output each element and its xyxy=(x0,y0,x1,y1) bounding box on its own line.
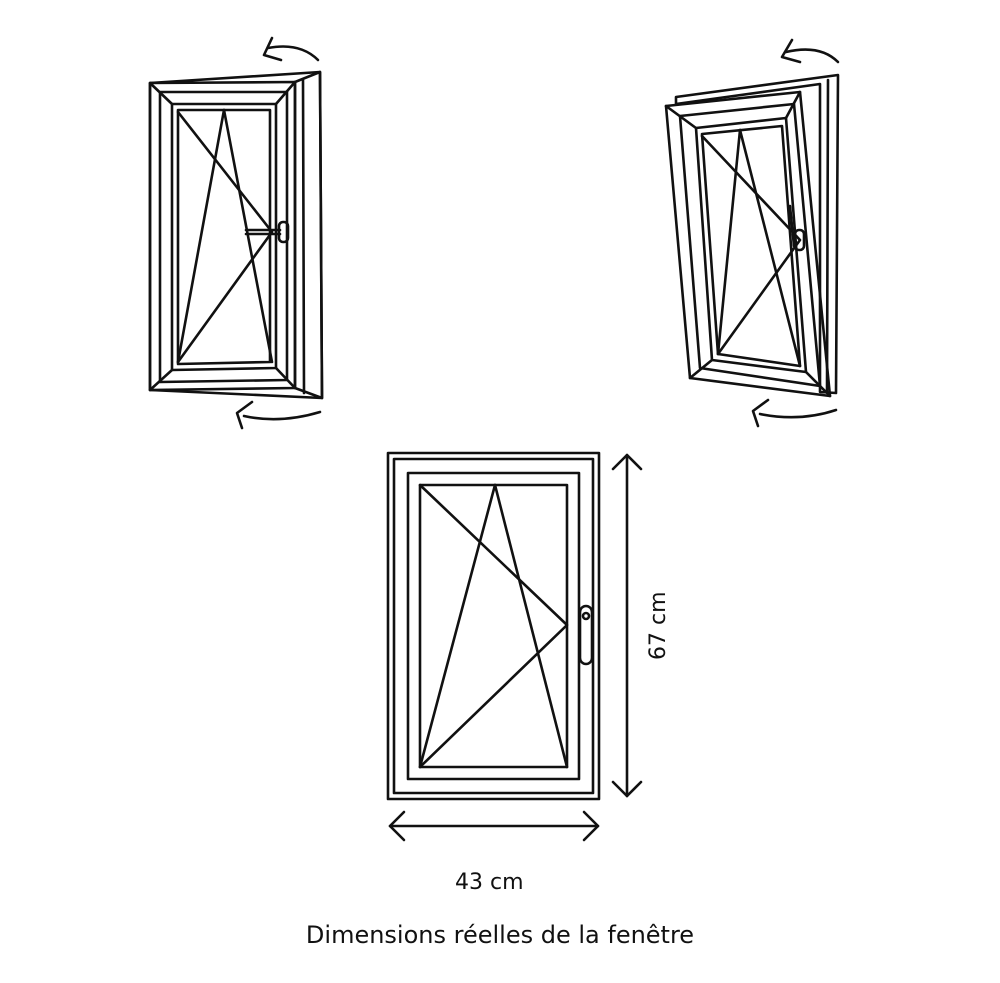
window-handle-icon xyxy=(788,204,806,252)
turn-arrow-top-icon xyxy=(262,36,320,62)
width-dimension-arrow xyxy=(388,810,600,842)
window-handle-icon xyxy=(578,604,594,666)
height-dimension-label: 67 cm xyxy=(646,591,671,660)
turn-open-window-illustration xyxy=(148,36,324,430)
front-view-window-illustration xyxy=(386,451,601,801)
caption: Dimensions réelles de la fenêtre xyxy=(305,921,695,949)
turn-arrow-bottom-icon xyxy=(235,400,322,430)
width-dimension-label: 43 cm xyxy=(455,870,524,895)
tilt-arrow-top-icon xyxy=(780,38,840,64)
tilt-arrow-bottom-icon xyxy=(751,398,838,428)
window-handle-icon xyxy=(244,220,290,244)
tilt-open-window-illustration xyxy=(664,38,840,428)
height-dimension-arrow xyxy=(611,453,643,798)
